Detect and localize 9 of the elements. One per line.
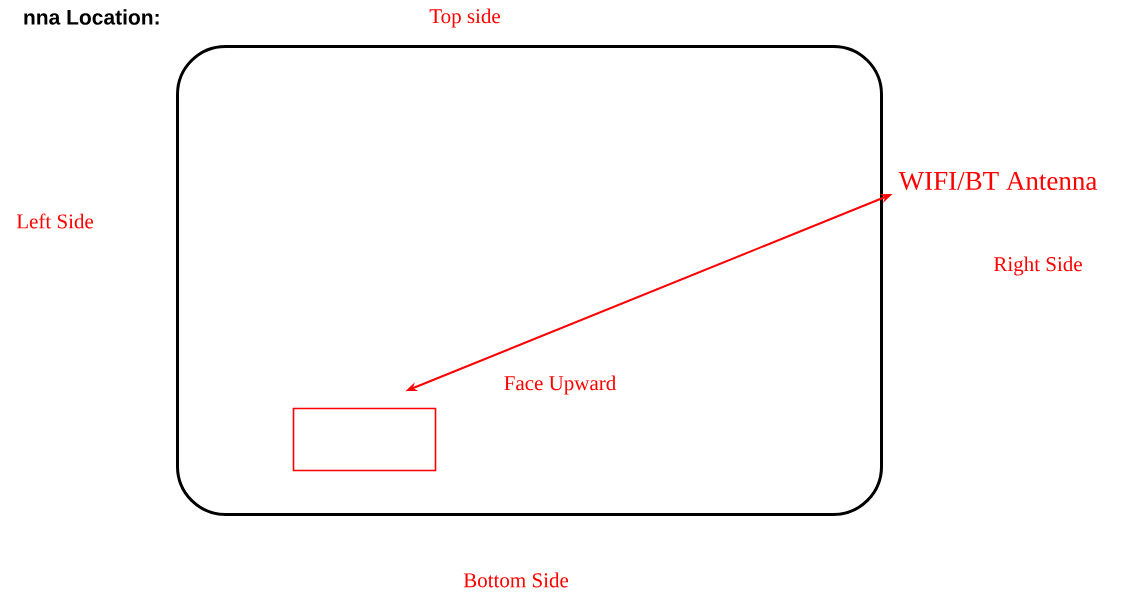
side-label: Left Side [16,213,94,229]
heading: nna Location: [24,9,159,25]
side-label: Top side [429,8,500,28]
antenna-label: WIFI/BT Antenna [898,171,1097,191]
side-label: Face Upward [504,375,616,395]
antenna-area [292,407,437,472]
device-outline [176,45,883,516]
side-label: Right Side [993,256,1082,276]
side-label: Bottom Side [463,572,569,588]
